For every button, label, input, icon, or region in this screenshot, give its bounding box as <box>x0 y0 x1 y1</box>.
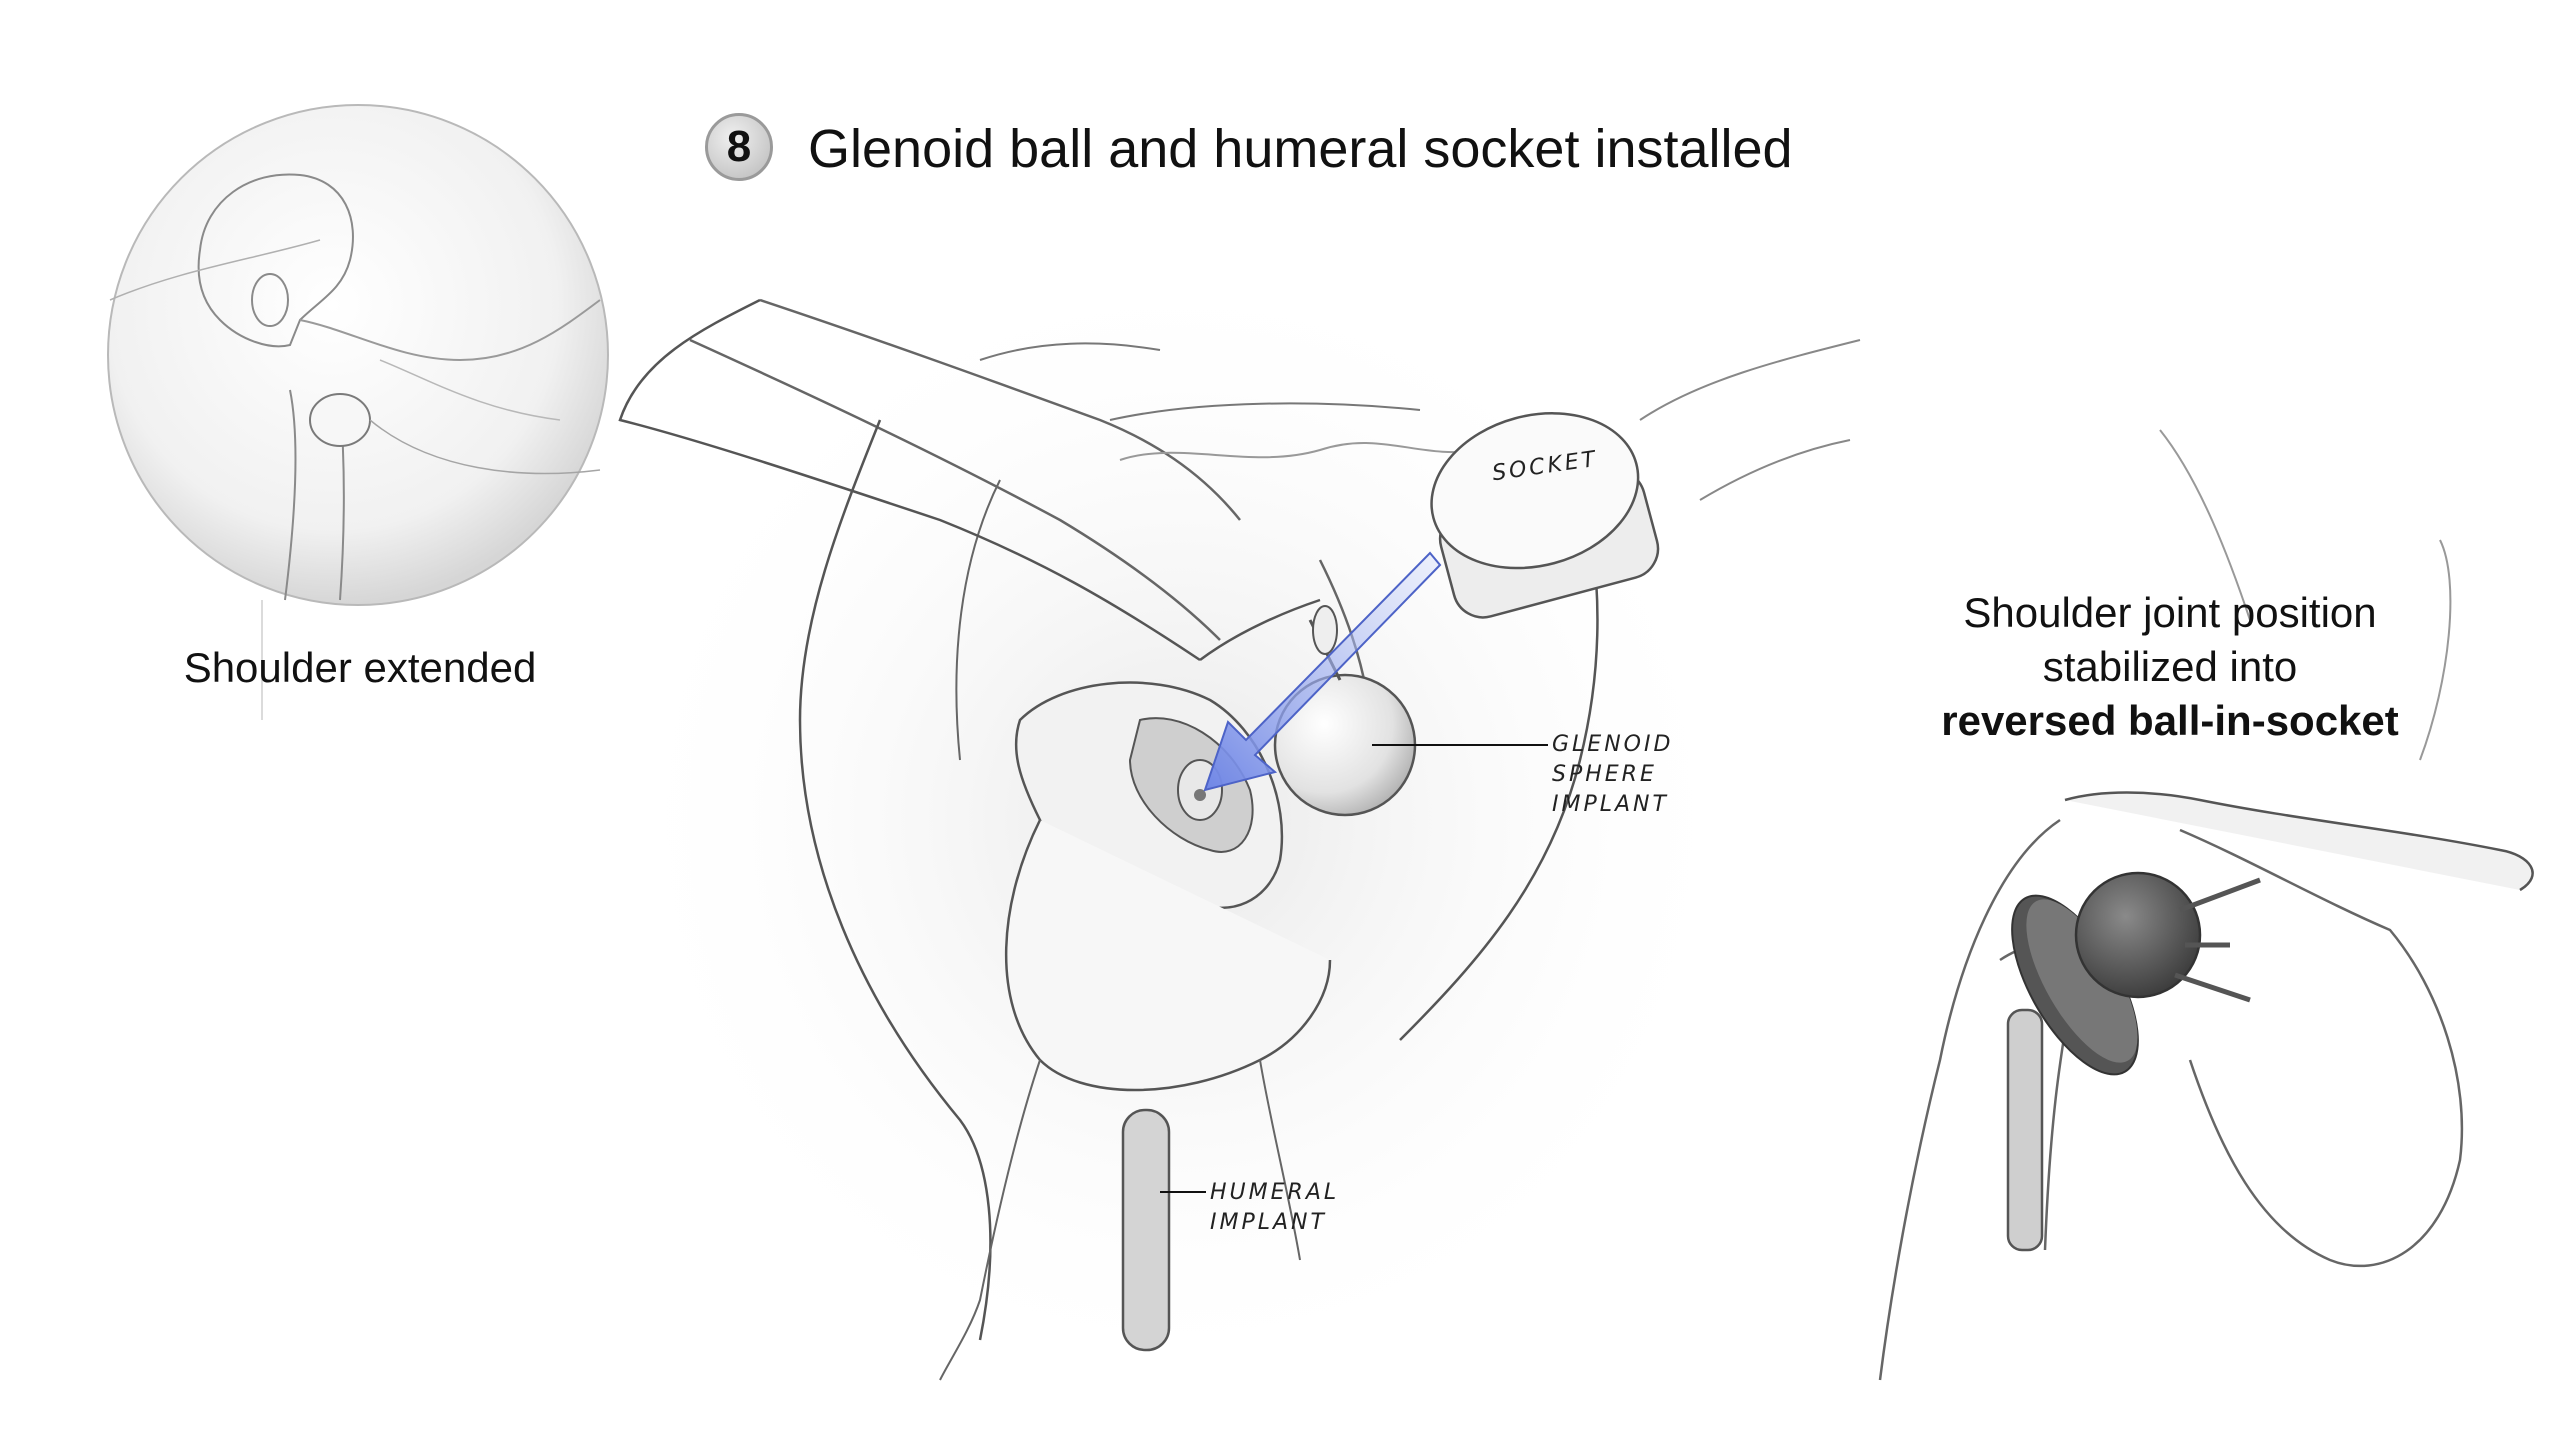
result-caption-line-2: stabilized into <box>2042 643 2298 690</box>
step-title: Glenoid ball and humeral socket installe… <box>808 119 1793 179</box>
shoulder-joint-illustration <box>1878 429 2534 1381</box>
glenoid-label-line-3: IMPLANT <box>1552 792 1669 817</box>
inset-illustration <box>107 104 609 720</box>
humeral-implant-label: HUMERAL IMPLANT <box>1210 1178 1339 1238</box>
step-number-badge: 8 <box>705 113 773 181</box>
glenoid-sphere-implant-label: GLENOID SPHERE IMPLANT <box>1552 730 1673 820</box>
glenoid-label-line-1: GLENOID <box>1552 732 1674 757</box>
humeral-label-line-2: IMPLANT <box>1210 1210 1327 1235</box>
surgical-view-illustration <box>618 298 1861 1381</box>
glenoid-label-line-2: SPHERE <box>1552 762 1657 787</box>
result-caption: Shoulder joint position stabilized into … <box>1880 586 2460 748</box>
humeral-label-line-1: HUMERAL <box>1210 1180 1340 1205</box>
inset-caption: Shoulder extended <box>183 644 537 691</box>
result-caption-line-3: reversed ball-in-socket <box>1941 697 2399 744</box>
result-caption-line-1: Shoulder joint position <box>1963 589 2377 636</box>
